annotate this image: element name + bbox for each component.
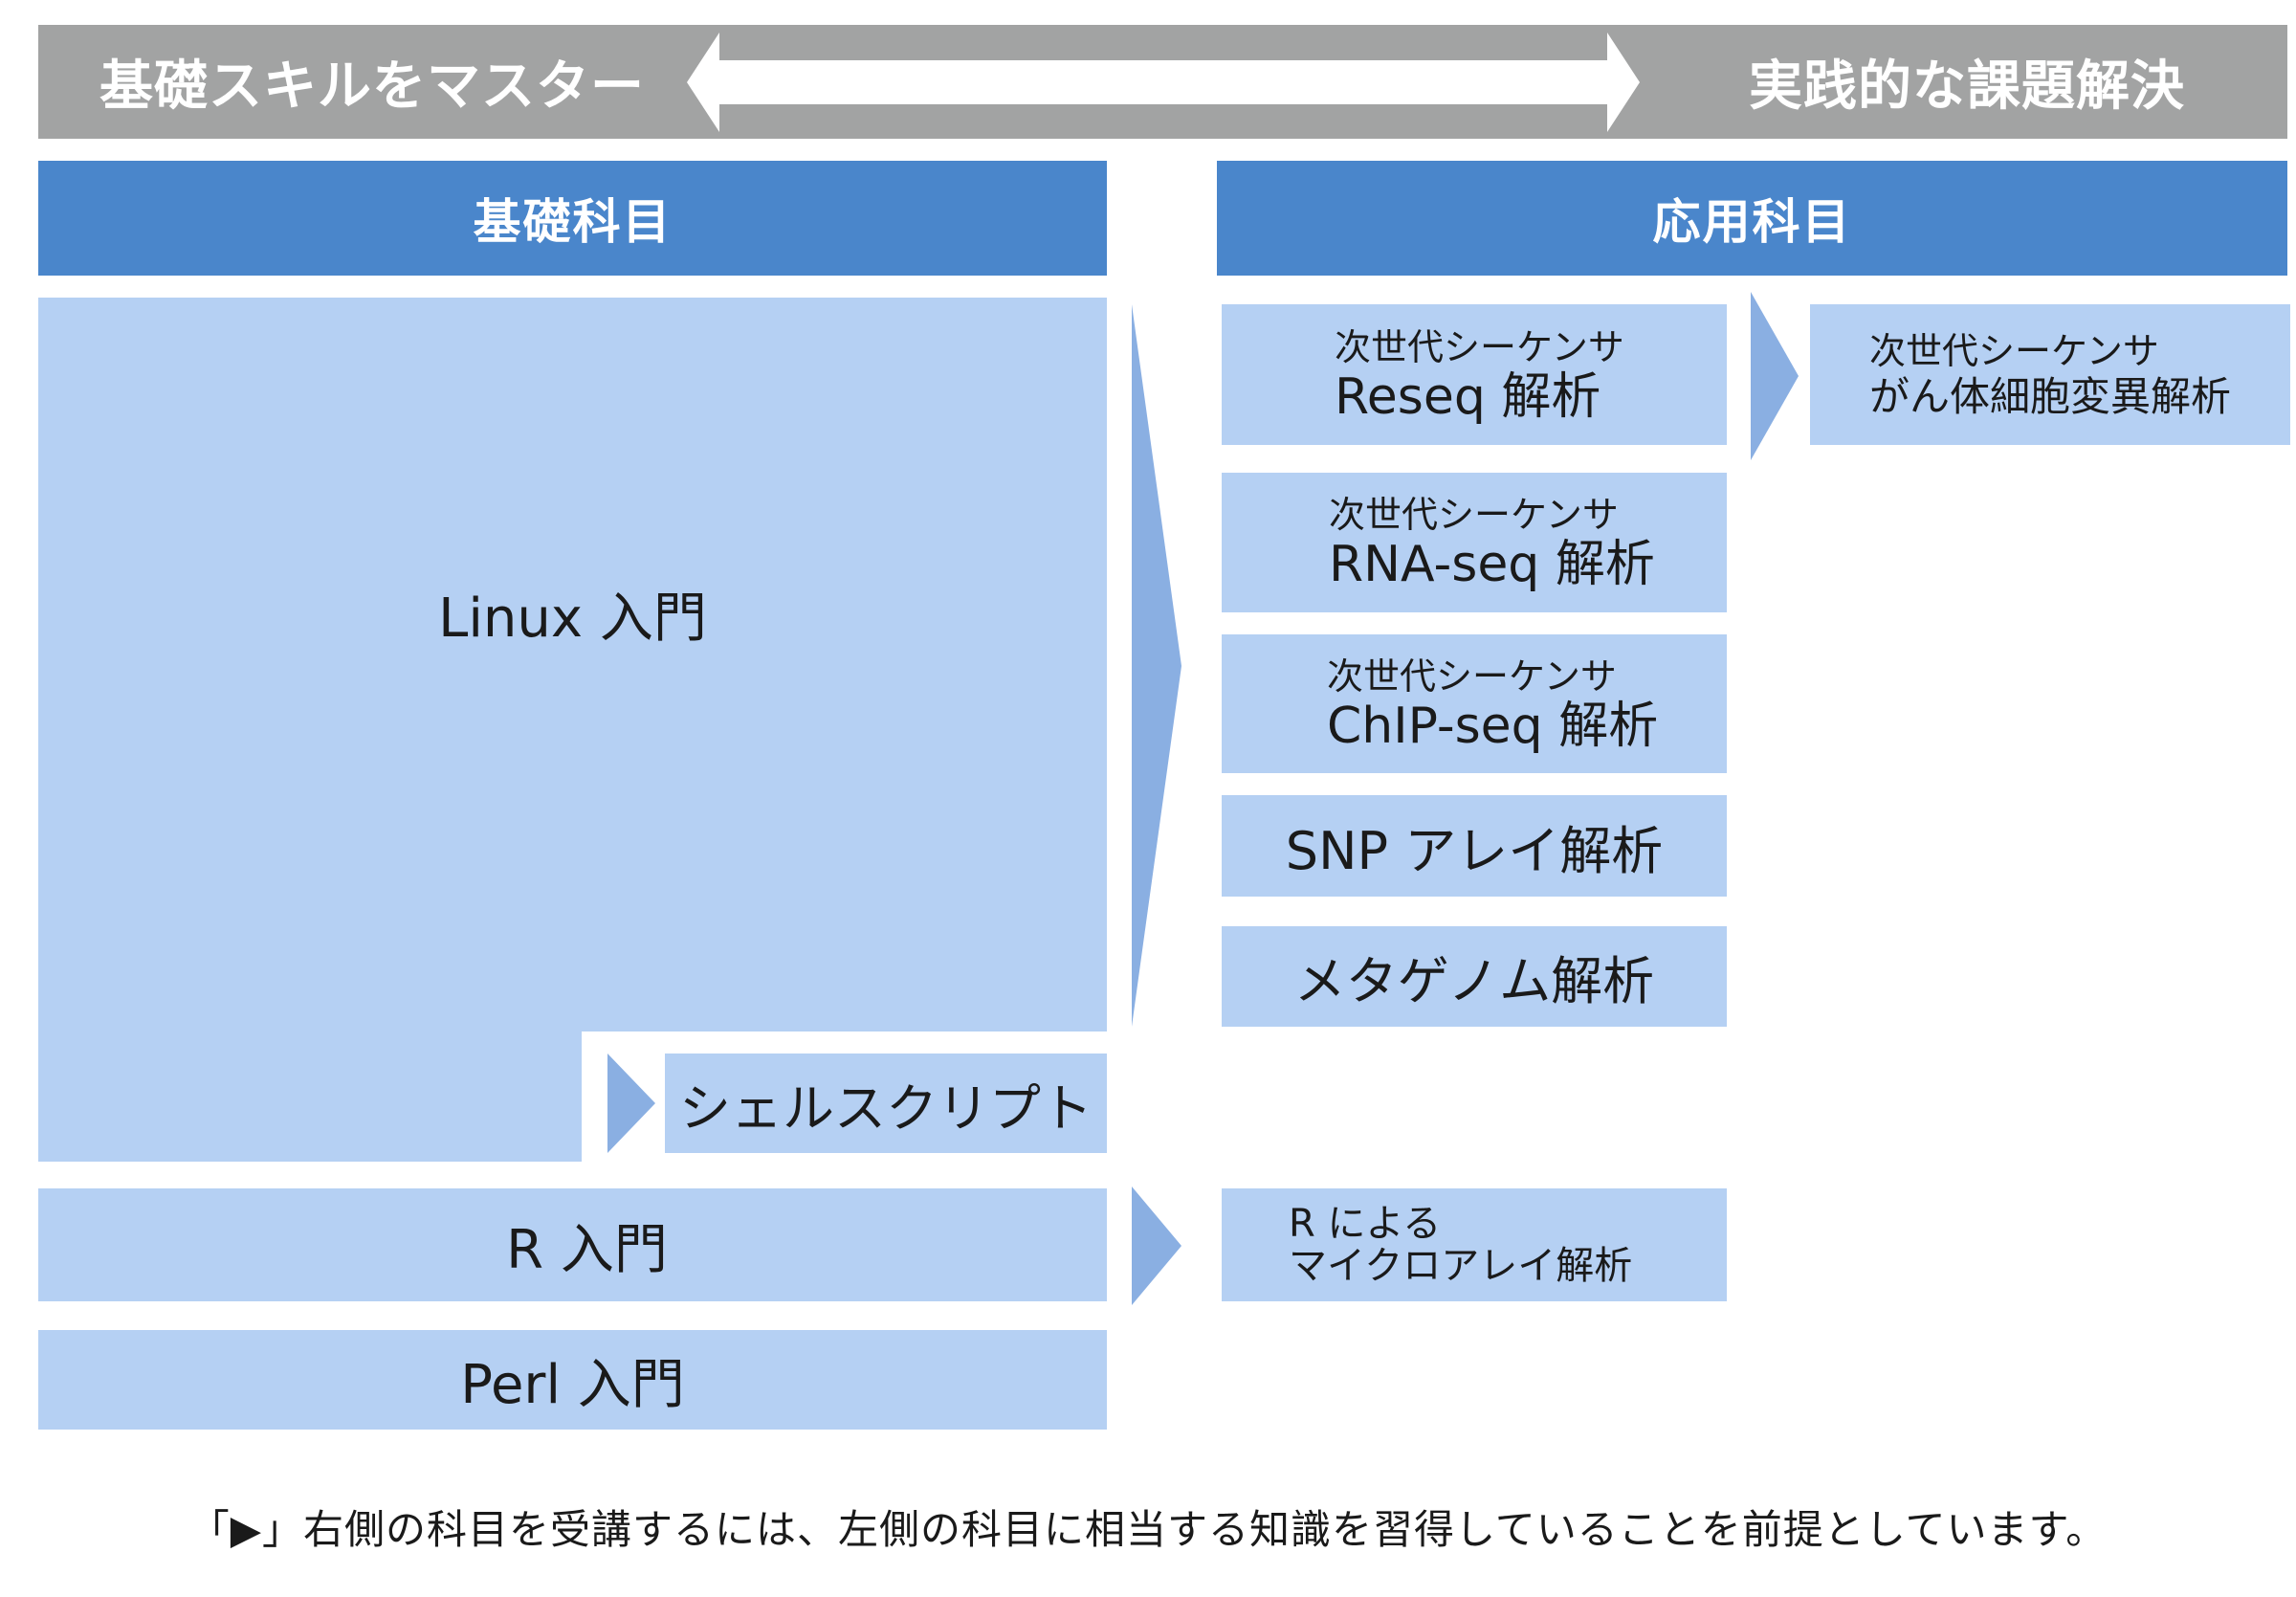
course-reseq-sub: 次世代シーケンサ: [1335, 325, 1624, 368]
course-shell-script-label: シェルスクリプト: [679, 1077, 1093, 1139]
course-rnaseq-sub: 次世代シーケンサ: [1329, 494, 1619, 536]
course-metagenome-label: メタゲノム解析: [1293, 951, 1655, 1011]
course-rnaseq-main: RNA-seq 解析: [1329, 536, 1655, 593]
basic-courses-header: 基礎科目: [38, 161, 1107, 276]
course-linux-upper: [38, 298, 1107, 1031]
course-r-intro-label: R 入門: [506, 1218, 668, 1281]
prerequisite-arrow-icon: [1751, 292, 1799, 460]
course-rnaseq[interactable]: 次世代シーケンサ RNA-seq 解析: [1222, 473, 1727, 612]
footer-note: 「▶」右側の科目を受講するには、左側の科目に相当する知識を習得していることを前提…: [188, 1505, 2108, 1553]
applied-courses-header: 応用科目: [1217, 161, 2287, 276]
course-r-microarray-line1: R による: [1289, 1202, 1442, 1246]
course-chipseq[interactable]: 次世代シーケンサ ChIP-seq 解析: [1222, 634, 1727, 773]
prerequisite-arrow-icon: [1132, 1187, 1181, 1305]
course-snp-array-label: SNP アレイ解析: [1285, 820, 1664, 881]
course-chipseq-sub: 次世代シーケンサ: [1327, 654, 1617, 698]
course-cancer-mutation[interactable]: 次世代シーケンサ がん体細胞変異解析: [1810, 304, 2290, 445]
double-headed-arrow-icon: [687, 33, 1640, 132]
course-chipseq-main: ChIP-seq 解析: [1327, 697, 1659, 755]
course-reseq[interactable]: 次世代シーケンサ Reseq 解析: [1222, 304, 1727, 445]
course-linux-label[interactable]: Linux 入門: [438, 587, 707, 650]
banner-right-label: 実践的な課題解決: [1749, 55, 2185, 118]
course-shell-script[interactable]: シェルスクリプト: [665, 1054, 1107, 1153]
course-r-microarray[interactable]: R による マイクロアレイ解析: [1222, 1188, 1727, 1301]
prerequisite-arrow-icon: [1132, 304, 1181, 1027]
course-cancer-sub: 次世代シーケンサ: [1869, 329, 2159, 372]
course-reseq-main: Reseq 解析: [1335, 367, 1601, 426]
course-metagenome[interactable]: メタゲノム解析: [1222, 926, 1727, 1027]
course-cancer-main: がん体細胞変異解析: [1869, 372, 2232, 420]
banner-left-label: 基礎スキルをマスター: [99, 55, 645, 118]
course-perl-intro[interactable]: Perl 入門: [38, 1330, 1107, 1430]
course-r-microarray-line2: マイクロアレイ解析: [1289, 1244, 1633, 1288]
course-snp-array[interactable]: SNP アレイ解析: [1222, 795, 1727, 897]
course-linux-lower: [38, 1031, 582, 1162]
course-perl-intro-label: Perl 入門: [460, 1353, 685, 1416]
prerequisite-arrow-icon: [607, 1054, 655, 1153]
course-r-intro[interactable]: R 入門: [38, 1188, 1107, 1301]
